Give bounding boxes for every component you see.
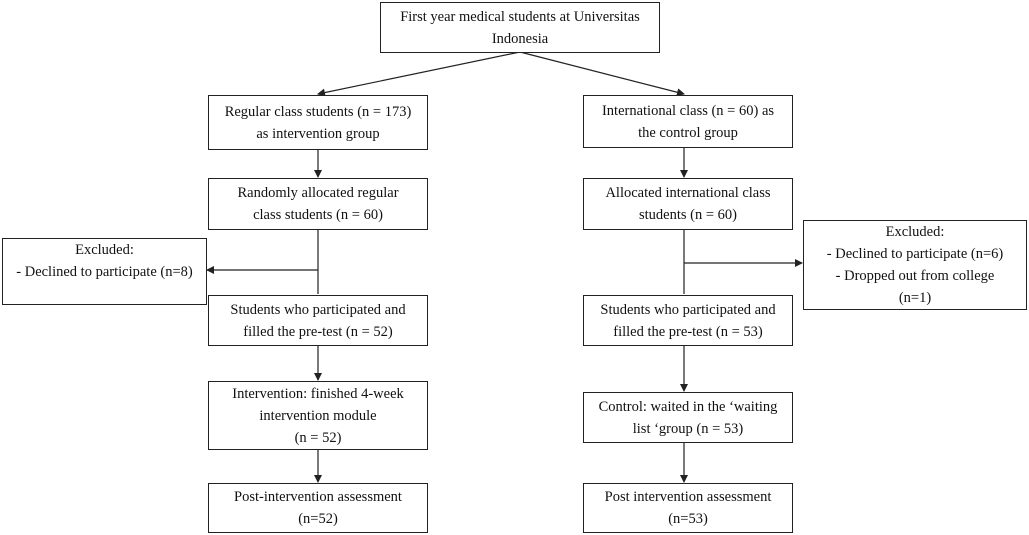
box-post-intervention-left: Post-intervention assessment (n=52) <box>208 483 428 533</box>
participated-right-line1: Students who participated and <box>600 301 776 318</box>
allocated-left-line1: Randomly allocated regular <box>237 185 399 201</box>
allocated-right-line1: Allocated international class <box>605 185 771 201</box>
box-participated-right: Students who participated and filled the… <box>583 295 793 346</box>
intervention-line1: Intervention: finished 4-week <box>232 385 404 402</box>
control-line2: list ‘group (n = 53) <box>632 420 744 437</box>
box-international-class: International class (n = 60) as the cont… <box>583 95 793 148</box>
top-line1: First year medical students at Universit… <box>400 8 640 25</box>
excluded-left-item1: - Declined to participate (n=8) <box>16 263 193 280</box>
excluded-right-item3: (n=1) <box>898 290 932 306</box>
intervention-line3: (n = 52) <box>294 429 342 446</box>
arrow-top-to-international <box>519 51 685 97</box>
box-allocated-international: Allocated international class students (… <box>583 178 793 230</box>
box-intervention: Intervention: finished 4-week interventi… <box>208 381 428 450</box>
allocated-right-line2: students (n = 60) <box>639 207 737 223</box>
allocated-left-line2: class students (n = 60) <box>253 207 383 223</box>
box-regular-class: Regular class students (n = 173) as inte… <box>208 95 428 150</box>
box-post-intervention-right: Post intervention assessment (n=53) <box>583 483 793 533</box>
participated-right-line2: filled the pre-test (n = 53) <box>613 323 763 340</box>
arrow-top-to-regular <box>317 51 521 97</box>
excluded-left-title: Excluded: <box>75 241 134 258</box>
box-control-waiting-list: Control: waited in the ‘waiting list ‘gr… <box>583 392 793 443</box>
box-excluded-left: Excluded: - Declined to participate (n=8… <box>2 238 207 305</box>
international-line1: International class (n = 60) as <box>601 102 775 119</box>
box-randomly-allocated: Randomly allocated regular class student… <box>208 178 428 230</box>
participated-left-line2: filled the pre-test (n = 52) <box>243 323 393 340</box>
international-line2: the control group <box>638 124 738 141</box>
regular-line2: as intervention group <box>256 125 380 142</box>
intervention-line2: intervention module <box>259 407 377 424</box>
excluded-right-title: Excluded: <box>885 224 945 240</box>
post-left-line1: Post-intervention assessment <box>234 489 402 505</box>
excluded-right-item2: - Dropped out from college <box>835 268 995 284</box>
control-line1: Control: waited in the ‘waiting <box>598 398 778 415</box>
participated-left-line1: Students who participated and <box>230 301 406 318</box>
box-excluded-right: Excluded: - Declined to participate (n=6… <box>803 220 1027 310</box>
post-left-line2: (n=52) <box>298 511 338 527</box>
excluded-right-item1: - Declined to participate (n=6) <box>826 246 1004 262</box>
post-right-line1: Post intervention assessment <box>604 489 772 505</box>
post-right-line2: (n=53) <box>668 511 708 527</box>
regular-line1: Regular class students (n = 173) <box>224 103 412 120</box>
box-first-year-students: First year medical students at Universit… <box>380 2 660 53</box>
box-participated-left: Students who participated and filled the… <box>208 295 428 346</box>
top-line2: Indonesia <box>491 30 549 47</box>
